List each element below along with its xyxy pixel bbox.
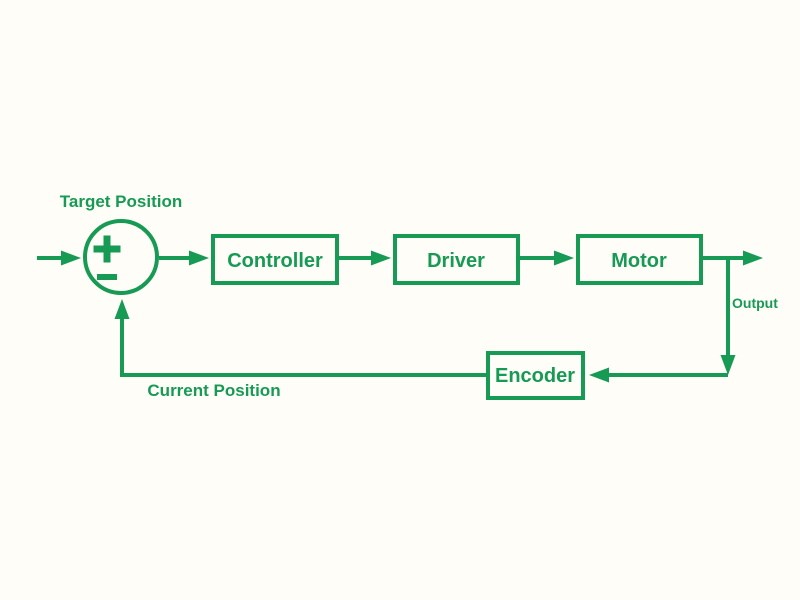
block-motor: Motor bbox=[576, 234, 703, 285]
driver-label: Driver bbox=[427, 250, 485, 272]
feedback-arrow bbox=[114, 299, 486, 377]
driver-to-motor-arrow bbox=[520, 250, 574, 266]
arrowhead-left-icon bbox=[589, 367, 609, 383]
arrowhead-right-icon bbox=[189, 250, 209, 266]
arrowhead-up-icon bbox=[114, 299, 130, 319]
input-arrow bbox=[37, 250, 81, 266]
branch-to-encoder-arrow bbox=[589, 367, 728, 383]
sum-to-controller-arrow bbox=[159, 250, 209, 266]
feedback-line bbox=[120, 317, 486, 377]
output-label: Output bbox=[732, 295, 778, 311]
encoder-box bbox=[486, 351, 585, 400]
driver-box bbox=[393, 234, 520, 285]
arrowhead-down-icon bbox=[720, 355, 736, 375]
arrowhead-right-icon bbox=[371, 250, 391, 266]
summing-junction bbox=[83, 219, 159, 295]
minus-icon bbox=[97, 274, 117, 280]
controller-label: Controller bbox=[227, 250, 323, 272]
motor-box bbox=[576, 234, 703, 285]
block-driver: Driver bbox=[393, 234, 520, 285]
motor-to-output-arrow bbox=[703, 250, 763, 266]
arrowhead-right-icon bbox=[743, 250, 763, 266]
controller-box bbox=[211, 234, 339, 285]
block-encoder: Encoder bbox=[486, 351, 585, 400]
arrowhead-right-icon bbox=[554, 250, 574, 266]
block-controller: Controller bbox=[211, 234, 339, 285]
output-branch-arrow bbox=[720, 258, 736, 375]
controller-to-driver-arrow bbox=[339, 250, 391, 266]
current-position-label: Current Position bbox=[147, 381, 280, 400]
arrowhead-right-icon bbox=[61, 250, 81, 266]
target-position-label: Target Position bbox=[60, 192, 182, 211]
plus-icon bbox=[93, 235, 121, 263]
motor-label: Motor bbox=[611, 250, 667, 272]
summing-junction-circle bbox=[83, 219, 159, 295]
encoder-label: Encoder bbox=[495, 365, 575, 387]
